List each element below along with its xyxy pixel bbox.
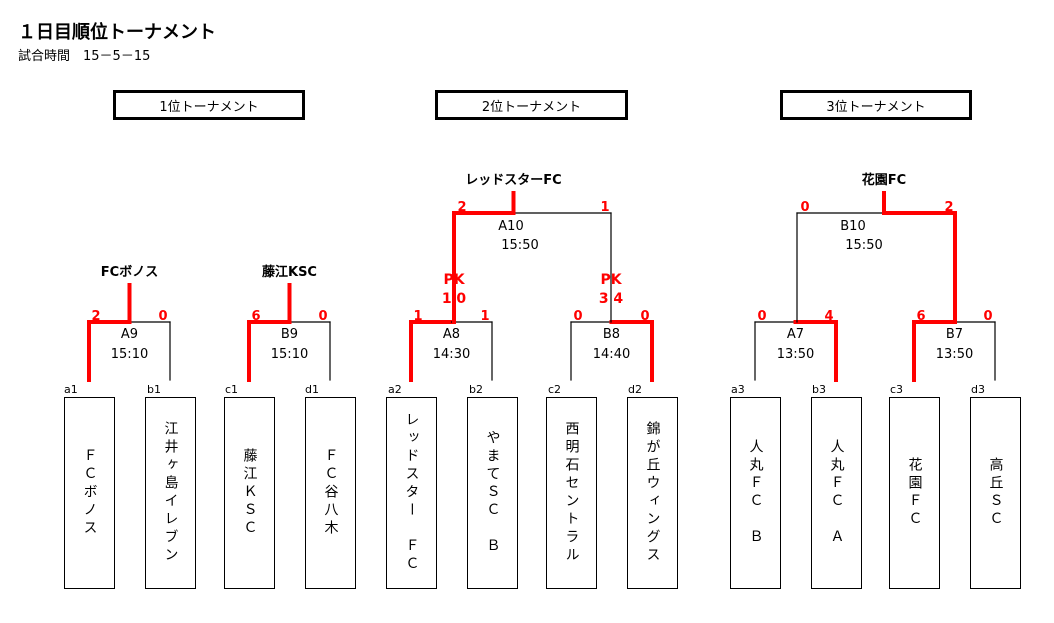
score-left: 6 xyxy=(916,309,925,324)
page-subtitle: 試合時間 15－5－15 xyxy=(18,49,151,64)
score-right: 0 xyxy=(640,309,649,324)
score-left: 6 xyxy=(251,309,260,324)
team-name: ＦＣ谷八木 xyxy=(322,448,339,538)
team-name: 人丸ＦＣ Ｂ xyxy=(747,439,764,547)
team-slot-label: c2 xyxy=(548,383,562,396)
team-name: 藤江ＫＳＣ xyxy=(241,448,258,538)
page-title: １日目順位トーナメント xyxy=(18,22,216,43)
team-box: 錦が丘ウィングス xyxy=(627,397,678,589)
final-score-left: 2 xyxy=(457,200,466,215)
score-right: 4 xyxy=(824,309,833,324)
section-header-2: 2位トーナメント xyxy=(435,90,628,120)
section-header-3: 3位トーナメント xyxy=(780,90,972,120)
match-id: A9 xyxy=(121,327,138,342)
team-name: 江井ヶ島イレブン xyxy=(162,421,179,565)
team-box: 藤江ＫＳＣ xyxy=(224,397,275,589)
score-right: 0 xyxy=(318,309,327,324)
final-winner-name: レッドスターFC xyxy=(465,173,561,188)
final-match-time: 15:50 xyxy=(501,238,538,253)
final-score-right: 1 xyxy=(600,200,609,215)
match-id: B8 xyxy=(603,327,620,342)
team-slot-label: c3 xyxy=(890,383,904,396)
team-slot-label: d3 xyxy=(971,383,985,396)
final-winner-name: 花園FC xyxy=(862,172,906,188)
final-score-right: 2 xyxy=(944,200,953,215)
match-time: 13:50 xyxy=(936,347,973,362)
match-id: B9 xyxy=(281,327,298,342)
match-id: A7 xyxy=(787,327,804,342)
winner-name: FCボノス xyxy=(101,264,158,280)
team-box: ＦＣボノス xyxy=(64,397,115,589)
team-name: 錦が丘ウィングス xyxy=(644,421,661,565)
team-name: 西明石セントラル xyxy=(563,421,580,565)
team-slot-label: a1 xyxy=(64,383,78,396)
team-box: 西明石セントラル xyxy=(546,397,597,589)
team-box: 人丸ＦＣ Ｂ xyxy=(730,397,781,589)
final-match-id: A10 xyxy=(498,219,523,234)
team-name: レッドスター ＦＣ xyxy=(403,412,420,574)
final-match-time: 15:50 xyxy=(845,238,882,253)
team-slot-label: b1 xyxy=(147,383,161,396)
match-time: 14:40 xyxy=(593,347,630,362)
team-name: 花園ＦＣ xyxy=(906,457,923,529)
score-left: 0 xyxy=(573,309,582,324)
match-id: A8 xyxy=(443,327,460,342)
team-box: やまてＳＣ Ｂ xyxy=(467,397,518,589)
team-box: 人丸ＦＣ Ａ xyxy=(811,397,862,589)
team-box: ＦＣ谷八木 xyxy=(305,397,356,589)
score-right: 0 xyxy=(158,309,167,324)
team-slot-label: a3 xyxy=(731,383,745,396)
section-header-1: 1位トーナメント xyxy=(113,90,305,120)
score-right: 0 xyxy=(983,309,992,324)
match-id: B7 xyxy=(946,327,963,342)
team-name: ＦＣボノス xyxy=(81,448,98,538)
score-left: 1 xyxy=(413,309,422,324)
team-slot-label: b2 xyxy=(469,383,483,396)
team-slot-label: a2 xyxy=(388,383,402,396)
final-match-id: B10 xyxy=(840,219,865,234)
team-box: レッドスター ＦＣ xyxy=(386,397,437,589)
score-left: 0 xyxy=(757,309,766,324)
team-slot-label: b3 xyxy=(812,383,826,396)
team-slot-label: c1 xyxy=(225,383,239,396)
team-name: やまてＳＣ Ｂ xyxy=(484,430,501,556)
winner-name: 藤江KSC xyxy=(262,264,317,280)
final-score-left: 0 xyxy=(800,200,809,215)
score-left: 2 xyxy=(91,309,100,324)
team-name: 高丘ＳＣ xyxy=(987,457,1004,529)
match-time: 14:30 xyxy=(433,347,470,362)
team-box: 花園ＦＣ xyxy=(889,397,940,589)
match-time: 15:10 xyxy=(271,347,308,362)
team-slot-label: d2 xyxy=(628,383,642,396)
team-name: 人丸ＦＣ Ａ xyxy=(828,439,845,547)
match-time: 15:10 xyxy=(111,347,148,362)
match-time: 13:50 xyxy=(777,347,814,362)
team-box: 高丘ＳＣ xyxy=(970,397,1021,589)
team-slot-label: d1 xyxy=(305,383,319,396)
team-box: 江井ヶ島イレブン xyxy=(145,397,196,589)
score-right: 1 xyxy=(480,309,489,324)
